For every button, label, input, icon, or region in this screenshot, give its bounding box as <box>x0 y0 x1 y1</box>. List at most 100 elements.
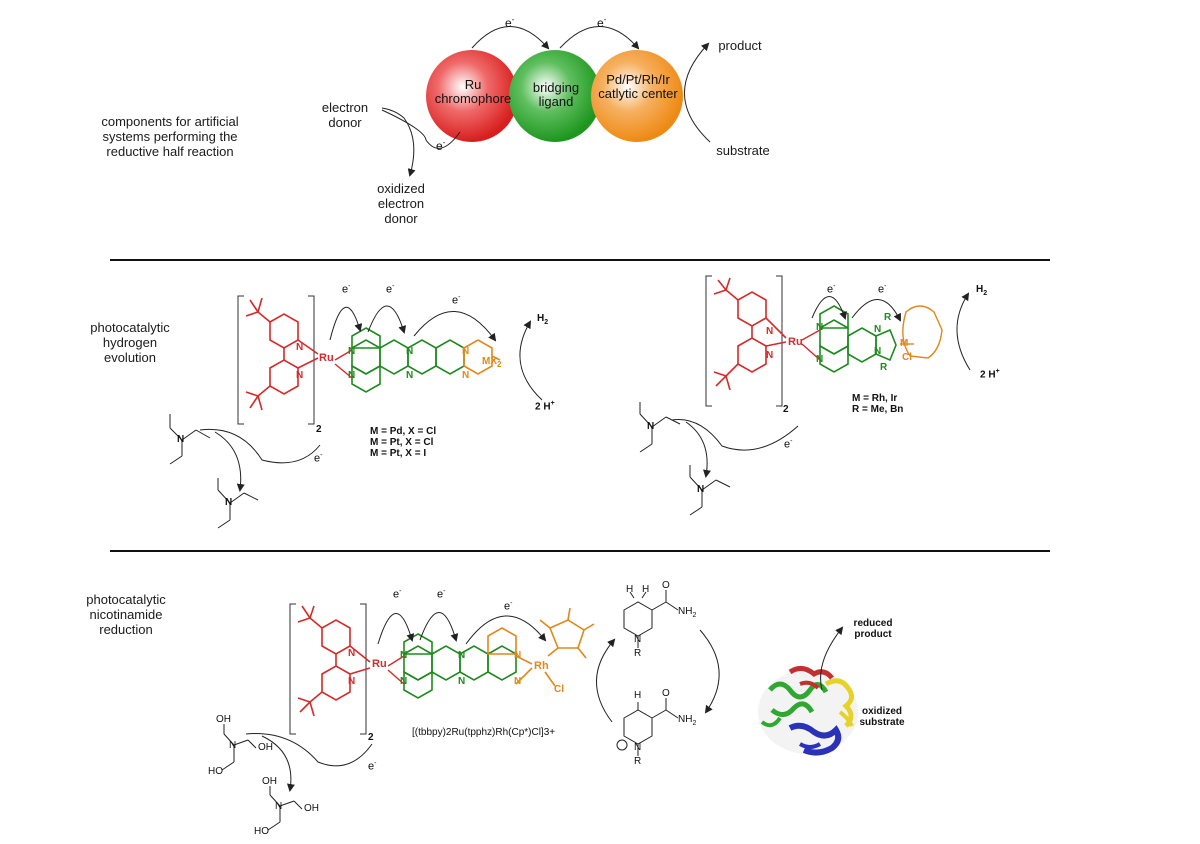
nadh-ring <box>623 590 679 648</box>
n-right-d: N <box>874 346 882 357</box>
s2r-ox-arc <box>685 421 711 478</box>
s2r-arc2 <box>851 299 901 322</box>
arc-e1 <box>471 26 550 50</box>
bracket-right-2 <box>776 275 783 407</box>
ru-n-bonds-2 <box>801 329 821 361</box>
s2r-e3: e- <box>784 438 793 451</box>
amine-n-2: N <box>225 497 233 508</box>
teoa-rad-oh-2: OH <box>304 803 319 814</box>
nadh-r: R <box>634 648 642 659</box>
amine-n-3: N <box>647 421 655 432</box>
s2-arc2 <box>367 305 407 334</box>
s3-donor-arc <box>245 733 373 767</box>
s2r-arc1 <box>811 296 847 320</box>
bracket-left-3 <box>289 603 296 735</box>
n-right-a: N <box>816 322 824 333</box>
r-right-a: R <box>884 312 892 323</box>
n-right-f: N <box>766 350 774 361</box>
arc-e2 <box>559 26 640 50</box>
s3-ox-arc <box>261 735 295 792</box>
conditions-left-2: M = Pt, X = I <box>370 448 427 459</box>
h2-left: H2 <box>537 313 549 326</box>
ru-label-1: Ru <box>319 352 334 364</box>
s2-h2-arc <box>519 320 543 401</box>
section3-title: photocatalytic nicotinamide reduction <box>86 592 166 637</box>
n-label-1a: N <box>296 342 304 353</box>
enzyme-product-arc <box>820 626 844 691</box>
conditions-left-0: M = Pd, X = Cl <box>370 426 437 437</box>
n-s3-d: N <box>400 676 408 687</box>
nad-o: O <box>662 688 670 699</box>
s2r-h2-arc <box>956 292 971 371</box>
s2r-e2: e- <box>878 283 887 296</box>
tbbpy-right <box>713 277 787 391</box>
n-label-1h: N <box>462 370 470 381</box>
bracket-left-1 <box>237 295 244 425</box>
s2r-e1: e- <box>827 283 836 296</box>
formula-label: [(tbbpy)2Ru(tpphz)Rh(Cp*)Cl]3+ <box>412 727 556 738</box>
cycle-arc-up <box>596 638 616 723</box>
teoa-n: N <box>229 740 237 751</box>
s2-arc3 <box>413 311 497 342</box>
teoa-rad-n: N <box>275 801 283 812</box>
reduced-product-label: reduced product <box>853 618 893 640</box>
conditions-left-1: M = Pt, X = Cl <box>370 437 434 448</box>
s3-arc1 <box>377 613 415 645</box>
substrate-product-arc <box>684 42 711 143</box>
intro-text: components for artificial systems perfor… <box>101 114 239 159</box>
bridging-ligand-text: bridging ligand <box>532 80 580 109</box>
n-s3-b: N <box>348 676 356 687</box>
cod-ligand <box>900 305 943 359</box>
cl-s3: Cl <box>554 684 564 695</box>
teoa-oh-2: OH <box>258 742 273 753</box>
s2r-donor-arc <box>671 419 799 451</box>
teoa-oh-1: OH <box>216 714 231 725</box>
s3-e4: e- <box>368 760 377 773</box>
e-top-1: e- <box>505 15 515 30</box>
bridging-ligand-circle <box>509 50 601 142</box>
subscript-2-s3: 2 <box>368 732 374 743</box>
e-top-2: e- <box>597 15 607 30</box>
triethylamine-1 <box>169 414 211 465</box>
catalytic-center-circle <box>591 50 683 142</box>
ru-chromophore-circle <box>426 50 518 142</box>
tbbpy-left-1 <box>245 297 319 411</box>
s2-arc1 <box>329 307 363 341</box>
triethylamine-2 <box>639 402 681 453</box>
subscript-2-left: 2 <box>316 424 322 435</box>
r-right-b: R <box>880 362 888 373</box>
n-s3-h: N <box>514 676 522 687</box>
teoa-rad-oh-1: OH <box>262 776 277 787</box>
mx2-label: MX2 <box>482 356 502 369</box>
nadh-h2: H <box>642 584 650 595</box>
nad-n: N <box>634 742 642 753</box>
s2-e3: e- <box>452 294 461 307</box>
s3-e1: e- <box>393 588 402 601</box>
tpphz-left-1 <box>351 327 465 393</box>
n-right-c: N <box>874 324 882 335</box>
phen-metal-left-1 <box>463 339 501 375</box>
n-s3-g: N <box>514 650 522 661</box>
ru-n-bonds-3 <box>387 655 405 685</box>
s3-arc2 <box>419 612 459 642</box>
m-right: M <box>900 338 909 349</box>
nadh-n: N <box>634 634 642 645</box>
phen-rh-s3 <box>487 607 595 687</box>
right-conditions-0: M = Rh, Ir <box>852 393 898 404</box>
nadh-nh2: NH2 <box>678 606 697 619</box>
s2-e2: e- <box>386 283 395 296</box>
electron-donor-label: electron donor <box>321 100 369 130</box>
teoa <box>221 724 257 771</box>
catalytic-center-text: Pd/Pt/Rh/Ir catlytic center <box>598 72 678 101</box>
nadh-o: O <box>662 580 670 591</box>
s3-e3: e- <box>504 600 513 613</box>
n-right-b: N <box>816 354 824 365</box>
cycle-arc-down <box>699 629 720 714</box>
nadh-h1: H <box>626 584 634 595</box>
product-label: product <box>718 38 762 53</box>
n-s3-a: N <box>348 648 356 659</box>
section2-title: photocatalytic hydrogen evolution <box>90 320 170 365</box>
n-label-1d: N <box>348 370 356 381</box>
